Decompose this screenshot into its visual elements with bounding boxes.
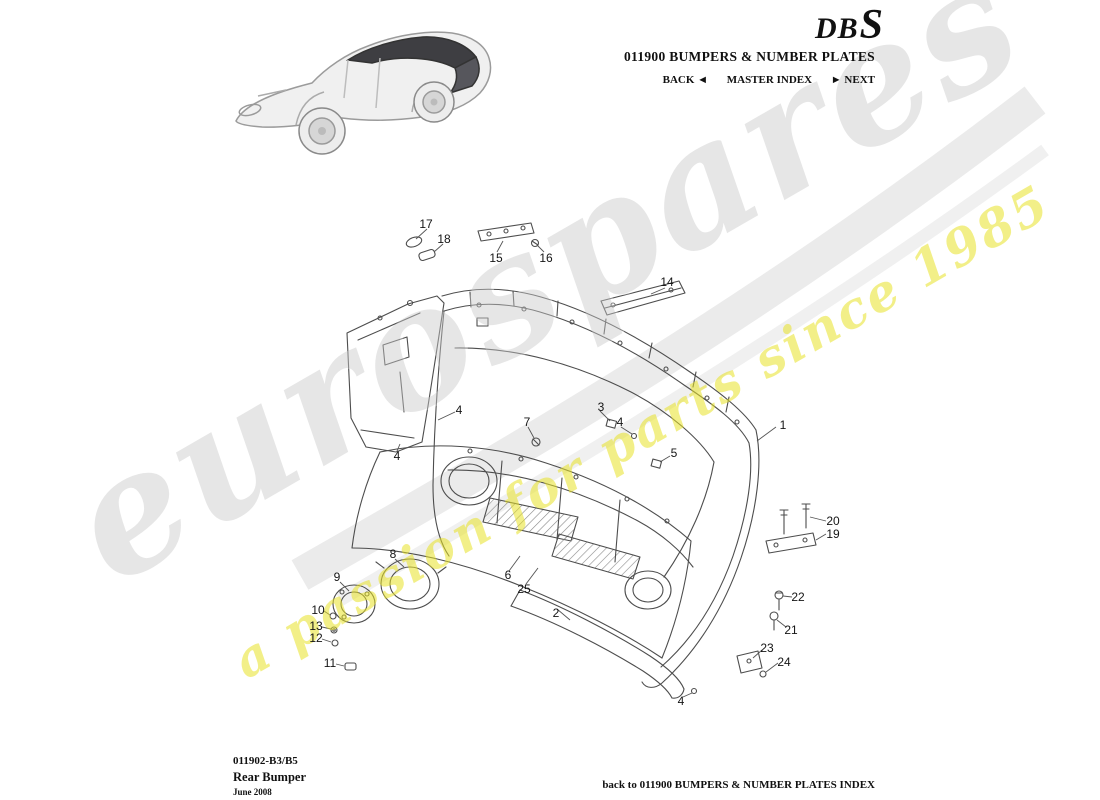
watermark-tagline: a passion for parts since 1985	[223, 172, 1061, 691]
doc-date: June 2008	[233, 787, 272, 798]
part-callout-22: 22	[791, 590, 805, 604]
part-callout-11: 11	[323, 656, 337, 670]
page-title: 011900 BUMPERS & NUMBER PLATES	[623, 49, 875, 64]
page-header: DBS 011900 BUMPERS & NUMBER PLATES BACK …	[623, 4, 883, 86]
part-callout-5: 5	[670, 446, 678, 460]
part-callout-1: 1	[779, 418, 787, 432]
part-callout-4: 4	[677, 694, 685, 708]
car-illustration	[235, 31, 492, 155]
logo-s-text: S	[859, 2, 883, 48]
part-callout-4: 4	[393, 449, 401, 463]
part-callout-8: 8	[389, 547, 397, 561]
nav-next-link[interactable]: ► NEXT	[830, 74, 875, 86]
part-callout-17: 17	[419, 217, 433, 231]
part-callout-10: 10	[311, 603, 325, 617]
nav-back-link[interactable]: BACK ◄	[662, 74, 709, 86]
part-callout-23: 23	[760, 641, 774, 655]
back-to-index-link[interactable]: back to 011900 BUMPERS & NUMBER PLATES I…	[602, 779, 875, 791]
part-callout-13: 13	[309, 619, 323, 633]
part-callout-6: 6	[504, 568, 512, 582]
part-callout-9: 9	[333, 570, 341, 584]
doc-info: 011902-B3/B5 Rear Bumper June 2008	[233, 755, 306, 797]
part-callout-16: 16	[539, 251, 553, 265]
bumper-exploded-diagram	[329, 222, 817, 699]
part-callout-4: 4	[455, 403, 463, 417]
dbs-logo: DBS	[624, 4, 883, 46]
part-callout-19: 19	[826, 527, 840, 541]
part-callout-7: 7	[523, 415, 531, 429]
watermark-brand: eurospares	[36, 0, 1053, 622]
leader-lines	[321, 228, 827, 698]
part-callout-20: 20	[826, 514, 840, 528]
part-callout-12: 12	[309, 631, 323, 645]
part-callout-18: 18	[437, 232, 451, 246]
doc-code: 011902-B3/B5	[233, 755, 298, 767]
part-callout-21: 21	[784, 623, 798, 637]
part-callout-2: 2	[552, 606, 560, 620]
nav-master-index-link[interactable]: MASTER INDEX	[726, 74, 813, 86]
part-callout-14: 14	[660, 275, 674, 289]
part-callout-25: 25	[517, 582, 531, 596]
swoosh-curves	[291, 86, 1049, 606]
part-callout-15: 15	[489, 251, 503, 265]
part-callout-4: 4	[616, 415, 624, 429]
part-callout-3: 3	[597, 400, 605, 414]
nav-bar: BACK ◄ MASTER INDEX ► NEXT	[624, 74, 875, 86]
logo-db-text: DB	[814, 12, 859, 45]
part-callout-24: 24	[777, 655, 791, 669]
doc-title: Rear Bumper	[233, 769, 307, 784]
